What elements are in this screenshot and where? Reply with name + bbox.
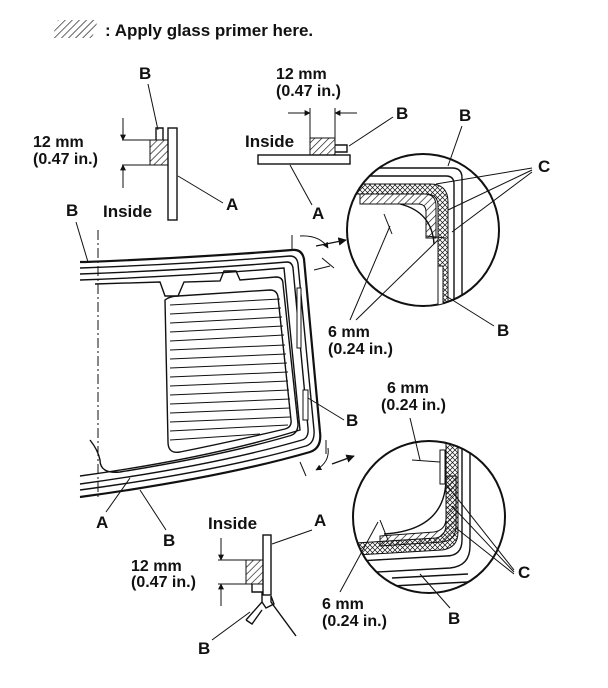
label-b-main-side: B <box>346 411 358 430</box>
detail-circle-top: B C 6 mm (0.24 in.) B <box>328 106 550 358</box>
defroster-lines <box>169 298 291 441</box>
dim-024in-bottom: (0.24 in.) <box>322 613 387 630</box>
inside-label-bl: Inside <box>208 514 257 533</box>
dim-047in-bl: (0.47 in.) <box>131 574 196 591</box>
section-top-center: 12 mm (0.47 in.) Inside B A <box>245 66 408 223</box>
label-a-main: A <box>96 513 108 532</box>
dim-047in-tc: (0.47 in.) <box>276 83 341 100</box>
label-b-main-top: B <box>66 201 78 220</box>
detail-circle-bottom: 6 mm (0.24 in.) C 6 mm (0.24 in.) B <box>322 380 530 630</box>
legend-text: : Apply glass primer here. <box>105 21 313 40</box>
label-b-circle-bottom: B <box>448 609 460 628</box>
section-bottom-left: 12 mm (0.47 in.) Inside A B <box>131 511 326 658</box>
dim-6mm-bottom-top: 6 mm <box>387 380 429 397</box>
inside-label-tl: Inside <box>103 202 152 221</box>
dim-024in-top: (0.24 in.) <box>328 341 393 358</box>
dim-6mm-top: 6 mm <box>328 324 370 341</box>
dim-12mm-tc: 12 mm <box>276 66 327 83</box>
inside-label-tc: Inside <box>245 132 294 151</box>
label-b-main-bottom: B <box>163 531 175 550</box>
dim-047in-tl: (0.47 in.) <box>33 151 98 168</box>
dim-12mm-bl: 12 mm <box>131 558 182 575</box>
rear-window: B B A B <box>66 201 358 550</box>
label-b-circle-top-lower: B <box>497 321 509 340</box>
section-top-left: 12 mm (0.47 in.) Inside B A <box>33 64 238 221</box>
label-a-bl: A <box>314 511 326 530</box>
dim-12mm-tl: 12 mm <box>33 134 84 151</box>
label-b-tl: B <box>139 64 151 83</box>
label-a-tl: A <box>226 195 238 214</box>
primer-swatch-icon <box>52 20 98 38</box>
dim-024in-bottom-top: (0.24 in.) <box>381 397 446 414</box>
label-b-circle-top: B <box>459 106 471 125</box>
label-b-tc: B <box>396 104 408 123</box>
label-c-circle-bottom: C <box>518 563 530 582</box>
dim-6mm-bottom: 6 mm <box>322 596 364 613</box>
label-a-tc: A <box>312 204 324 223</box>
label-b-bl: B <box>198 639 210 658</box>
legend: : Apply glass primer here. <box>52 20 313 40</box>
label-c-circle-top: C <box>538 157 550 176</box>
